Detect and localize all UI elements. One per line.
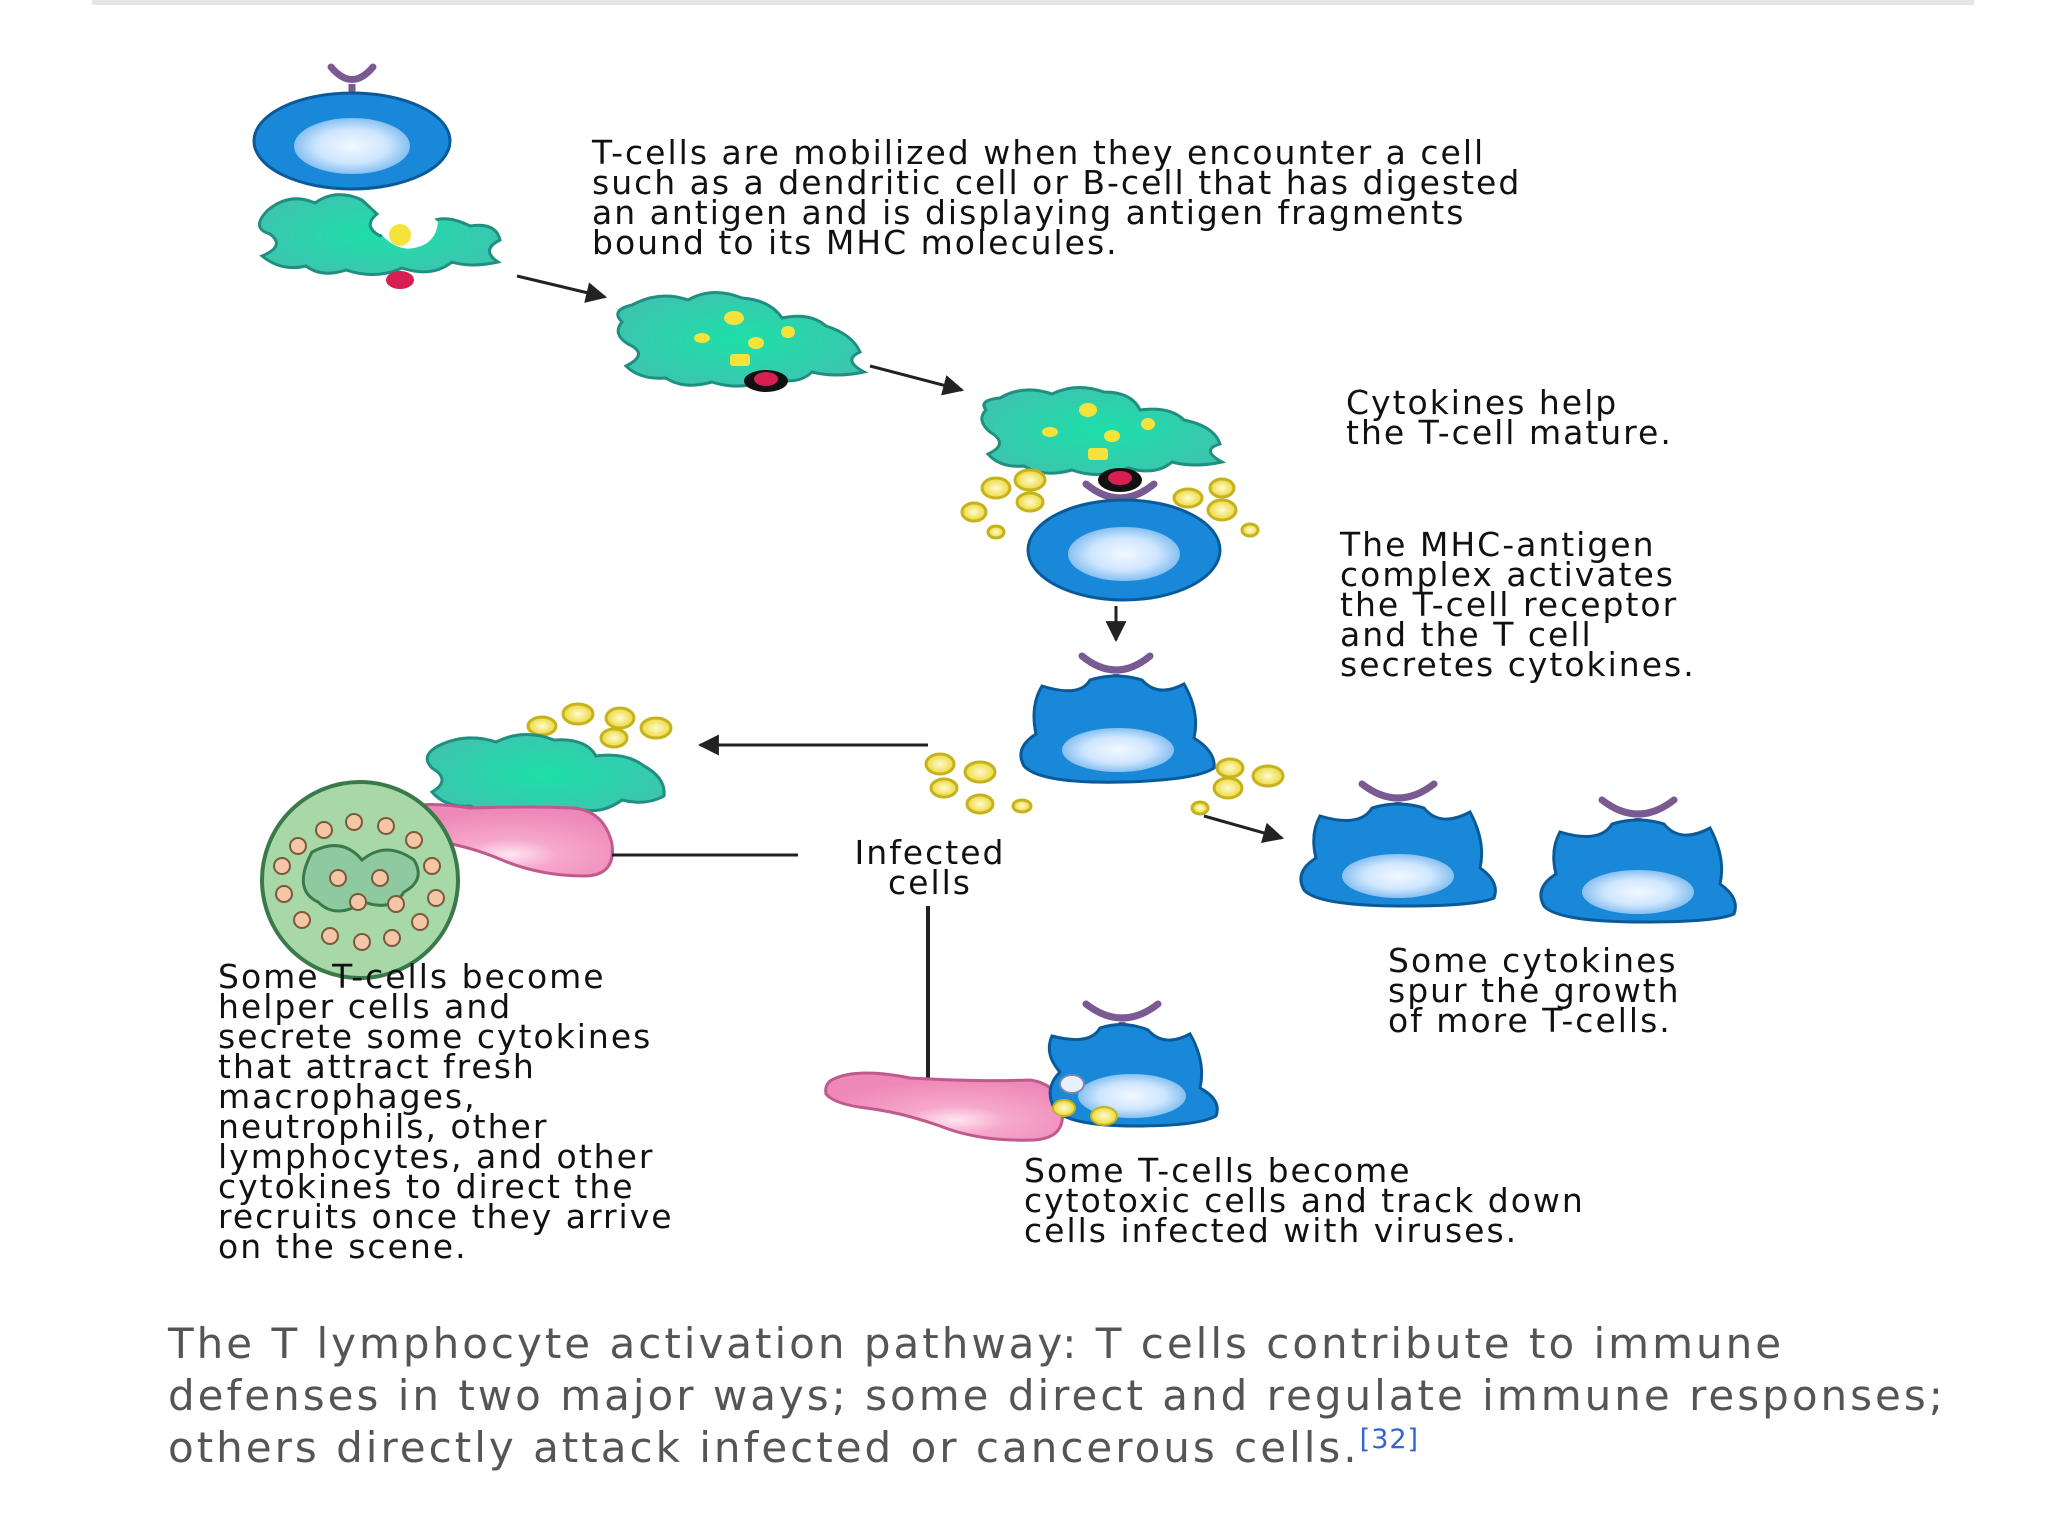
cytokines-secreted-right [1190,757,1285,816]
arrow-1 [516,274,608,303]
arrow-2 [869,364,965,396]
apc-binding-t-cell [980,386,1227,512]
cytokines-mature [960,468,1260,540]
label-cytokines-mature: Cytokines help the T-cell mature. [1346,383,1673,452]
resting-t-cell [252,63,452,191]
activating-t-cell [1026,498,1222,602]
nucleus [1062,728,1174,772]
label-mhc-activates: The MHC-antigen complex activates the T-… [1340,525,1696,684]
nucleus [1068,527,1180,581]
caption-text: The T lymphocyte activation pathway: T c… [168,1319,1946,1472]
label-cytotoxic: Some T-cells become cytotoxic cells and … [1024,1151,1585,1250]
antigen-presenting-cell [616,291,869,392]
recruited-apc [425,733,666,816]
label-growth: Some cytokines spur the growth of more T… [1388,941,1681,1040]
cytokines-secreted-left [924,752,1033,815]
nucleus [294,118,410,174]
new-t-cell-1 [1299,780,1497,908]
activated-t-cell [1019,652,1216,784]
label-helper: Some T-cells become helper cells and sec… [218,957,674,1266]
cytotoxic-t-cell [1047,1000,1219,1128]
antigen [389,224,411,246]
citation-link[interactable]: [32] [1359,1424,1420,1455]
new-t-cell-2 [1539,796,1737,924]
mhc-marker [386,271,414,289]
top-divider [92,0,1974,5]
nucleus [1342,854,1454,898]
figure-caption: The T lymphocyte activation pathway: T c… [168,1318,1988,1474]
infected-cell-cytotoxic [824,1071,1064,1142]
nucleus [1582,870,1694,914]
tcr-receptor [327,63,377,83]
label-infected-cells: Infected cells [854,833,1006,902]
arrow-to-growth [1203,814,1285,843]
dendritic-cell-digesting [258,193,502,289]
macrophage [260,780,460,980]
helper-cytokines [526,702,673,749]
label-mobilized: T-cells are mobilized when they encounte… [592,133,1522,262]
